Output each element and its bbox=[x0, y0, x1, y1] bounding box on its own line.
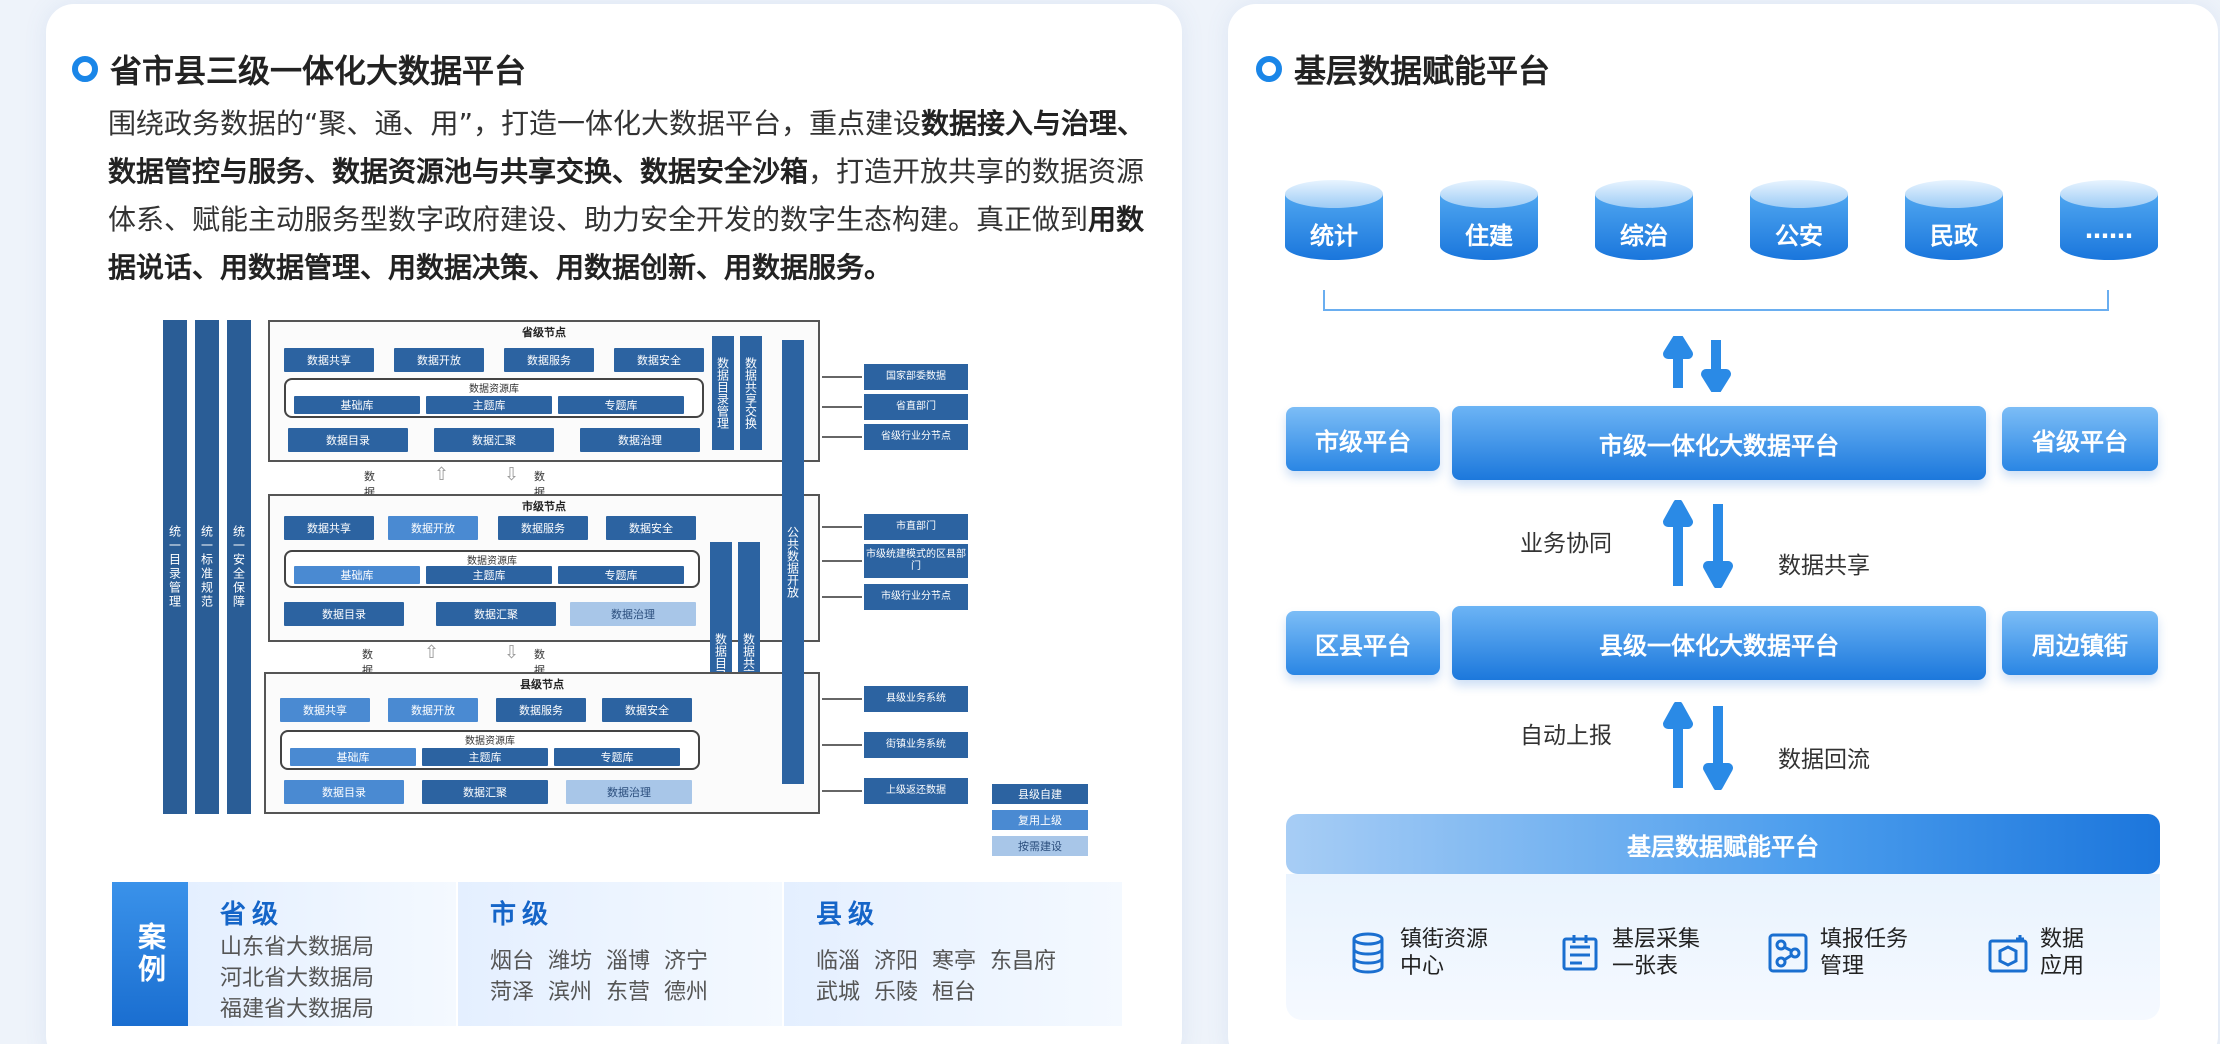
vbar-catalog: 统一目录管理 bbox=[163, 320, 187, 814]
tile: 数据目录 bbox=[284, 780, 404, 804]
up-arrow-icon: ⇧ bbox=[424, 642, 440, 663]
vbar-standard: 统一标准规范 bbox=[195, 320, 219, 814]
resource-pool: 数据资源库 基础库 主题库 专题库 bbox=[284, 550, 700, 588]
db-cylinder: 住建 bbox=[1440, 180, 1538, 274]
updown-arrows-icon bbox=[1663, 702, 1733, 790]
city-node: 市级节点 数据共享 数据开放 数据服务 数据安全 数据资源库 基础库 主题库 专… bbox=[268, 494, 820, 796]
source-box: 省直部门 bbox=[864, 394, 968, 420]
nearby-towns: 周边镇街 bbox=[2002, 611, 2158, 675]
db-cylinder: …… bbox=[2060, 180, 2158, 274]
tile: 数据开放 bbox=[388, 698, 478, 722]
tile: 数据开放 bbox=[388, 516, 478, 540]
base-platform-header: 基层数据赋能平台 bbox=[1286, 814, 2160, 874]
tile: 数据汇聚 bbox=[436, 602, 556, 626]
tile: 专题库 bbox=[558, 396, 684, 414]
feature-data-application: 数据应用 bbox=[1986, 926, 2084, 980]
tile: 数据汇聚 bbox=[422, 780, 548, 804]
down-arrow-icon: ⇩ bbox=[504, 464, 520, 485]
source-box: 市级行业分节点 bbox=[864, 584, 968, 610]
db-cylinder: 公安 bbox=[1750, 180, 1848, 274]
label-auto-report: 自动上报 bbox=[1520, 723, 1612, 749]
updown-arrows-icon bbox=[1663, 500, 1733, 588]
tile: 数据目录 bbox=[284, 602, 404, 626]
down-arrow-icon: ⇩ bbox=[504, 642, 520, 663]
intro-paragraph: 围绕政务数据的“聚、通、用”，打造一体化大数据平台，重点建设数据接入与治理、数据… bbox=[108, 107, 1146, 284]
title-ring-icon bbox=[72, 56, 98, 82]
tile: 数据目录 bbox=[288, 428, 408, 452]
left-title: 省市县三级一体化大数据平台 bbox=[72, 46, 526, 92]
legend-reuse: 复用上级 bbox=[992, 810, 1088, 830]
county-node: 县级节点 数据共享 数据开放 数据服务 数据安全 数据资源库 基础库 主题库 专… bbox=[264, 672, 820, 814]
label-data-backflow: 数据回流 bbox=[1778, 747, 1870, 773]
vcol: 数据共享交换 bbox=[740, 336, 762, 450]
case-city: 市级 烟台 潍坊 淄博 济宁 菏泽 滨州 东营 德州 bbox=[458, 882, 782, 1026]
tile: 数据安全 bbox=[602, 698, 692, 722]
right-title: 基层数据赋能平台 bbox=[1256, 46, 1550, 92]
tile: 数据共享 bbox=[284, 516, 374, 540]
city-platform: 市级平台 bbox=[1286, 407, 1440, 471]
tile: 主题库 bbox=[422, 748, 548, 766]
task-flow-icon bbox=[1768, 933, 1808, 973]
tile: 基础库 bbox=[294, 396, 420, 414]
tile: 数据安全 bbox=[606, 516, 696, 540]
vbar-security: 统一安全保障 bbox=[227, 320, 251, 814]
form-collect-icon bbox=[1562, 935, 1598, 971]
tile: 数据开放 bbox=[394, 348, 484, 372]
cases-strip: 案例 省级 山东省大数据局 河北省大数据局 福建省大数据局 市级 烟台 潍坊 淄… bbox=[112, 882, 1122, 1026]
exchange-arrows bbox=[822, 376, 862, 792]
county-platform: 区县平台 bbox=[1286, 611, 1440, 675]
db-cylinder: 统计 bbox=[1285, 180, 1383, 274]
feature-resource-center: 镇街资源中心 bbox=[1346, 926, 1488, 980]
updown-arrows-icon bbox=[1663, 336, 1731, 392]
source-box: 国家部委数据 bbox=[864, 364, 968, 390]
source-box: 街镇业务系统 bbox=[864, 732, 968, 758]
db-cylinder: 综治 bbox=[1595, 180, 1693, 274]
source-box: 省级行业分节点 bbox=[864, 424, 968, 450]
resource-pool: 数据资源库 基础库 主题库 专题库 bbox=[284, 378, 704, 418]
county-bigdata-platform: 县级一体化大数据平台 bbox=[1452, 606, 1986, 680]
province-platform: 省级平台 bbox=[2002, 407, 2158, 471]
case-county: 县级 临淄 济阳 寒亭 东昌府 武城 乐陵 桓台 bbox=[784, 882, 1122, 1026]
open-data-column: 公共数据开放 bbox=[782, 340, 804, 784]
city-bigdata-platform: 市级一体化大数据平台 bbox=[1452, 406, 1986, 480]
label-data-share: 数据共享 bbox=[1778, 553, 1870, 579]
legend-self-build: 县级自建 bbox=[992, 784, 1088, 804]
tile: 基础库 bbox=[294, 566, 420, 584]
tile: 数据服务 bbox=[504, 348, 594, 372]
db-bracket bbox=[1323, 290, 2109, 311]
tile: 数据汇聚 bbox=[434, 428, 554, 452]
tile: 数据治理 bbox=[570, 602, 696, 626]
source-box: 县级业务系统 bbox=[864, 686, 968, 712]
case-province: 省级 山东省大数据局 河北省大数据局 福建省大数据局 bbox=[188, 882, 456, 1026]
database-stack-icon bbox=[1352, 932, 1384, 974]
legend-on-demand: 按需建设 bbox=[992, 836, 1088, 856]
source-box: 上级返还数据 bbox=[864, 778, 968, 804]
resource-pool: 数据资源库 基础库 主题库 专题库 bbox=[280, 730, 700, 770]
tile: 数据安全 bbox=[614, 348, 704, 372]
tile: 专题库 bbox=[554, 748, 680, 766]
tile: 专题库 bbox=[558, 566, 684, 584]
base-platform-body: 镇街资源中心 基层采集一张表 填报任务管理 数据应用 bbox=[1286, 874, 2160, 1020]
tile: 主题库 bbox=[426, 396, 552, 414]
feature-task-management: 填报任务管理 bbox=[1766, 926, 1908, 980]
title-ring-icon bbox=[1256, 56, 1282, 82]
tile: 数据治理 bbox=[580, 428, 700, 452]
source-box: 市级统建模式的区县部门 bbox=[864, 544, 968, 578]
tile: 数据服务 bbox=[496, 698, 586, 722]
tile: 数据服务 bbox=[498, 516, 588, 540]
up-arrow-icon: ⇧ bbox=[434, 464, 450, 485]
tile: 数据治理 bbox=[566, 780, 692, 804]
label-business-collab: 业务协同 bbox=[1520, 531, 1612, 557]
source-box: 市直部门 bbox=[864, 514, 968, 540]
province-node: 省级节点 数据共享 数据开放 数据服务 数据安全 数据资源库 基础库 主题库 专… bbox=[268, 320, 820, 462]
tile: 数据共享 bbox=[280, 698, 370, 722]
tile: 主题库 bbox=[426, 566, 552, 584]
feature-collection-form: 基层采集一张表 bbox=[1558, 926, 1700, 980]
vcol: 数据目录管理 bbox=[712, 336, 734, 450]
db-cylinder: 民政 bbox=[1905, 180, 2003, 274]
cases-label: 案例 bbox=[112, 882, 188, 1026]
data-app-icon bbox=[1988, 935, 2028, 973]
tile: 数据共享 bbox=[284, 348, 374, 372]
tile: 基础库 bbox=[290, 748, 416, 766]
